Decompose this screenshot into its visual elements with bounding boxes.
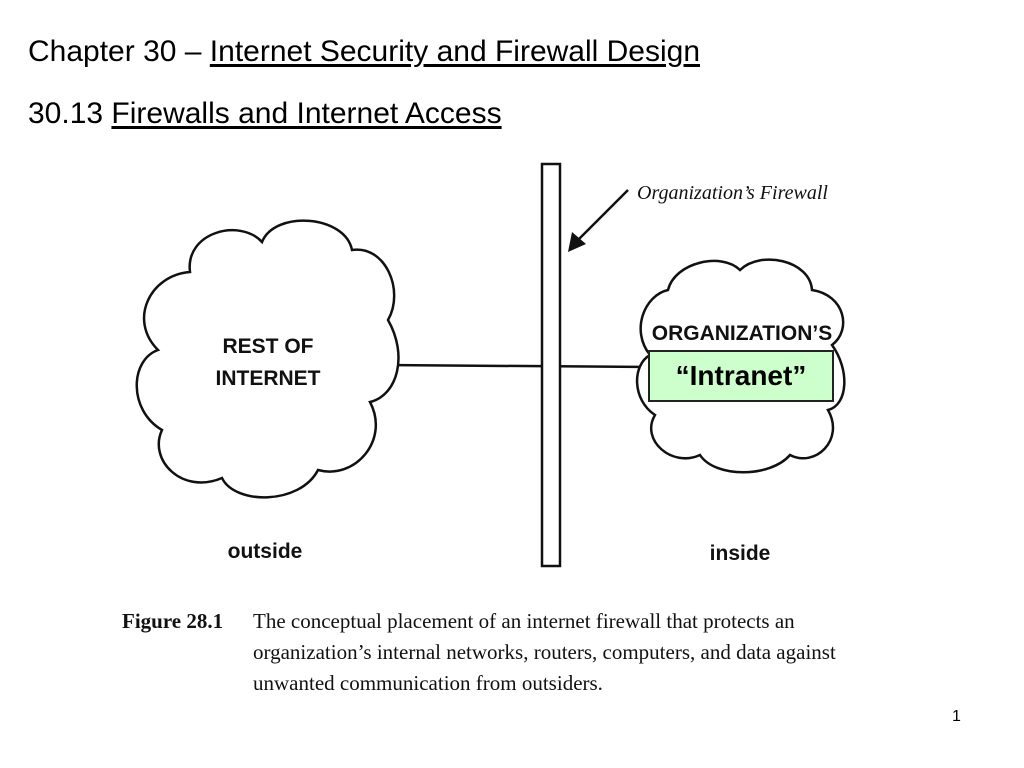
page-number: 1	[952, 708, 961, 725]
firewall-label: Organization’s Firewall	[637, 182, 828, 204]
section-prefix: 30.13	[28, 97, 112, 130]
intranet-label: “Intranet”	[675, 360, 807, 391]
chapter-prefix: Chapter 30 –	[28, 35, 210, 68]
firewall-pointer-line	[577, 189, 629, 241]
intranet-label-box: “Intranet”	[648, 350, 834, 402]
chapter-title: Internet Security and Firewall Design	[209, 35, 701, 68]
chapter-heading: Chapter 30 – Internet Security and Firew…	[28, 35, 700, 69]
firewall-wall	[540, 162, 562, 568]
network-link-line	[382, 363, 651, 369]
figure-number: Figure 28.1	[122, 609, 224, 633]
section-heading: 30.13 Firewalls and Internet Access	[28, 97, 502, 131]
right-cloud-line1: ORGANIZATION’S	[652, 322, 832, 345]
left-cloud-line2: INTERNET	[216, 367, 321, 390]
section-title: Firewalls and Internet Access	[111, 97, 502, 130]
outside-label: outside	[228, 540, 303, 563]
arrowhead-icon	[568, 232, 586, 252]
figure-caption-text: The conceptual placement of an internet …	[253, 609, 836, 695]
inside-label: inside	[710, 542, 771, 565]
internet-cloud	[135, 219, 400, 499]
figure-caption: Figure 28.1 The conceptual placement of …	[122, 606, 892, 699]
left-cloud-line1: REST OF	[222, 335, 313, 358]
